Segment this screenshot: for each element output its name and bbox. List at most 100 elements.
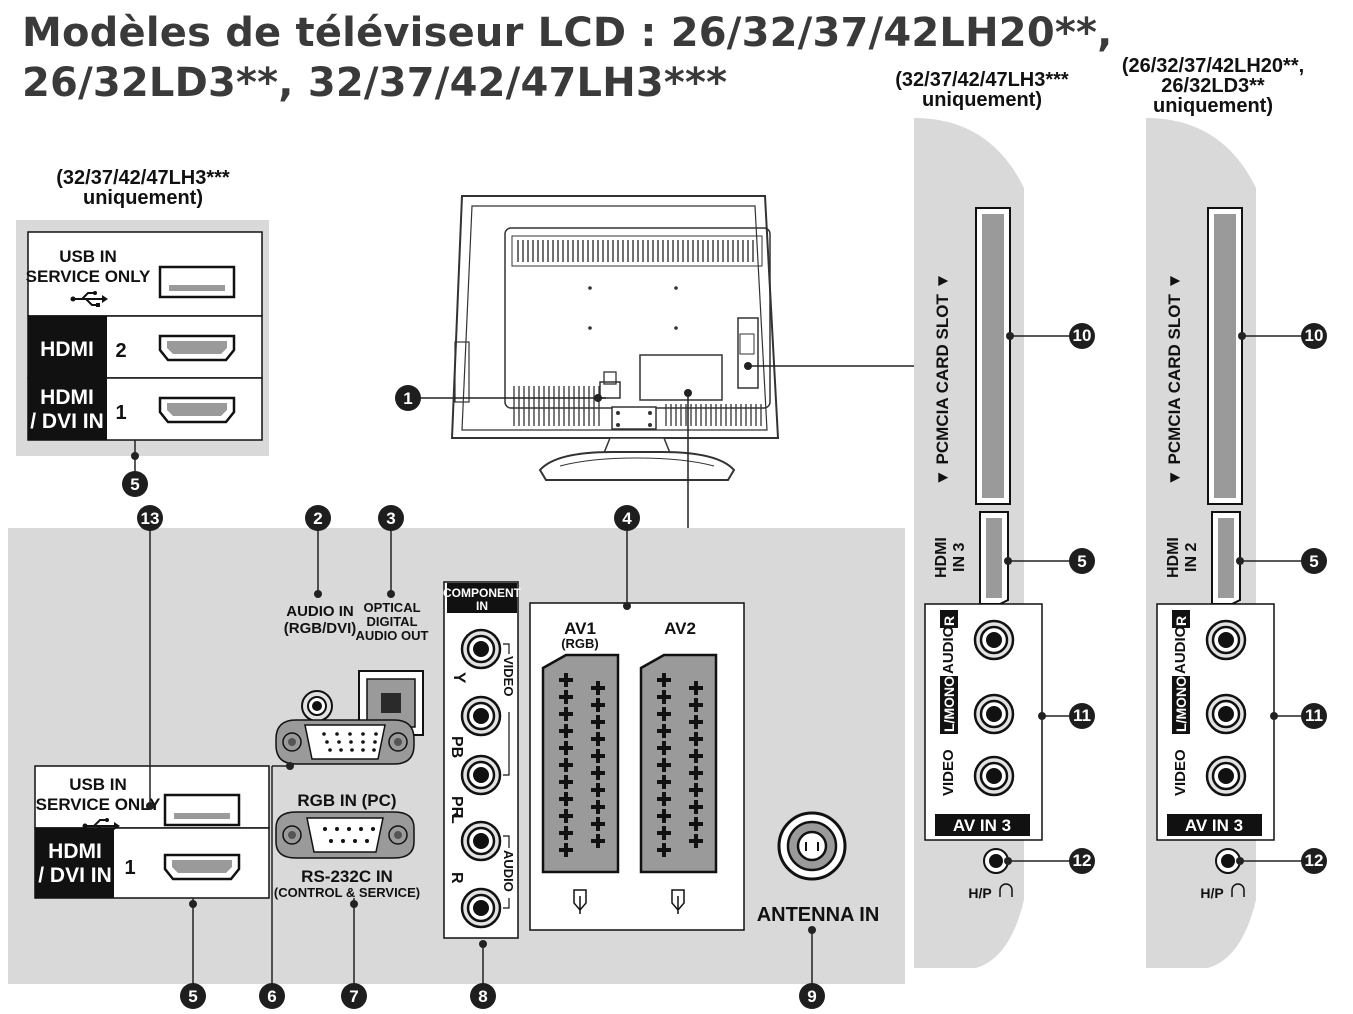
rgb-in-port[interactable]: [275, 719, 415, 765]
side-a-audio-label: AUDIO: [940, 625, 957, 674]
scart-av2-port[interactable]: [639, 653, 718, 874]
side-b-video-jack[interactable]: [1205, 755, 1247, 797]
rs232c-pin: [365, 839, 369, 843]
antenna-in-port[interactable]: [777, 811, 847, 881]
side-b-audio-r-jack[interactable]: [1205, 619, 1247, 661]
hdmi-label: HDMI: [40, 338, 94, 361]
scart-panel: AV1 (RGB) AV2: [529, 602, 745, 931]
pcmcia-label-a: ▼ PCMCIA CARD SLOT ▼: [933, 273, 952, 486]
callout-5-a: 5: [1069, 548, 1095, 574]
hdmi-in-2-label-1: HDMI: [1165, 537, 1182, 578]
callout-12-b: 12: [1301, 848, 1327, 874]
hdmi-1-number: 1: [115, 402, 126, 424]
callout-5-number: 5: [1309, 552, 1318, 571]
hdmi-dvi-label-1: HDMI: [48, 840, 102, 863]
side-a-video-label: VIDEO: [940, 749, 957, 796]
callout-11-number: 11: [1073, 706, 1091, 725]
rgb-pin: [349, 740, 353, 744]
side-a-note-2: uniquement): [922, 89, 1042, 111]
rgb-pin: [322, 732, 326, 736]
rs232c-label-1: RS-232C IN: [301, 867, 393, 886]
rgb-in-label: RGB IN (PC): [297, 791, 396, 810]
side-a-r-label: R: [941, 616, 957, 626]
optical-label-3: AUDIO OUT: [356, 628, 429, 643]
rs232c-pin: [341, 839, 345, 843]
side-b-note-1: (26/32/37/42LH20**,: [1122, 55, 1304, 77]
callout-13: 13: [137, 505, 163, 531]
rs232c-pin: [323, 827, 327, 831]
usb-port[interactable]: [163, 793, 241, 827]
side-panel-a: ▼ PCMCIA CARD SLOT ▼ HDMI IN 3 VIDEO L/M…: [914, 118, 1043, 968]
rgb-pin: [372, 748, 376, 752]
rs232c-label-2: (CONTROL & SERVICE): [274, 885, 420, 900]
rs232c-pin: [347, 827, 351, 831]
pcmcia-slot-b[interactable]: [1207, 207, 1243, 505]
component-pr-jack[interactable]: [460, 754, 502, 796]
headphone-jack-b[interactable]: [1215, 848, 1241, 874]
side-a-audio-l-jack[interactable]: [973, 693, 1015, 735]
callout-2: 2: [305, 505, 331, 531]
side-a-audio-r-jack[interactable]: [973, 619, 1015, 661]
callout-11-number: 11: [1305, 706, 1323, 725]
hdmi-in-3-label-2: IN 3: [951, 543, 968, 572]
component-y-jack[interactable]: [460, 628, 502, 670]
callout-7: 7: [341, 983, 367, 1009]
r-label: R: [448, 872, 465, 884]
hdmi-2-port[interactable]: [158, 334, 236, 362]
hdmi-1-port[interactable]: [158, 396, 236, 424]
av2-label: AV2: [664, 619, 696, 638]
rs232c-pin: [353, 839, 357, 843]
hdmi-in-3-port[interactable]: [979, 511, 1009, 605]
callout-5-number: 5: [1077, 552, 1086, 571]
usb-in-label: USB IN: [69, 775, 127, 794]
side-b-lmono-label: L/MONO: [1173, 676, 1189, 732]
rgb-pin: [328, 748, 332, 752]
pcmcia-slot-a[interactable]: [975, 207, 1011, 505]
optical-label-1: OPTICAL: [363, 600, 420, 615]
service-only-label: SERVICE ONLY: [36, 795, 161, 814]
callout-10-number: 10: [1073, 326, 1092, 345]
usb-in-label: USB IN: [59, 247, 117, 266]
rgb-pin: [339, 748, 343, 752]
title-line-2: 26/32LD3**, 32/37/42/47LH3***: [22, 60, 728, 106]
callout-5-number: 5: [188, 987, 197, 1006]
side-hdmi-usb-panel: USB IN SERVICE ONLY HDMI 2 HDMI / DVI IN…: [16, 220, 269, 456]
rgb-pin: [374, 732, 378, 736]
usb-port[interactable]: [158, 265, 236, 299]
scart-av1-icon: [573, 889, 587, 914]
callout-4: 4: [614, 505, 640, 531]
callout-12-a: 12: [1069, 848, 1095, 874]
rgb-pin: [373, 740, 377, 744]
component-audio-l-jack[interactable]: [460, 820, 502, 862]
callout-3: 3: [378, 505, 404, 531]
audio-in-jack[interactable]: [301, 690, 333, 722]
rs232c-pin: [335, 827, 339, 831]
side-b-av-in-3-label: AV IN 3: [1185, 816, 1243, 835]
hdmi-1-number: 1: [124, 857, 135, 879]
callout-13-number: 13: [141, 509, 160, 528]
component-pb-jack[interactable]: [460, 695, 502, 737]
pb-label: PB: [448, 736, 465, 758]
callout-1-number: 1: [403, 389, 412, 408]
rs232c-pin: [371, 827, 375, 831]
scart-av1-port[interactable]: [541, 653, 620, 874]
component-label-2: IN: [476, 599, 488, 613]
component-label-1: COMPONENT: [443, 586, 522, 600]
headphone-jack-a[interactable]: [983, 848, 1009, 874]
rs232c-port[interactable]: [275, 811, 415, 859]
hdmi-dvi-label-2: / DVI IN: [38, 864, 112, 887]
side-a-lmono-label: L/MONO: [941, 676, 957, 732]
hdmi-1-port[interactable]: [163, 853, 241, 881]
audio-label: AUDIO: [501, 850, 516, 892]
component-audio-r-jack[interactable]: [460, 887, 502, 929]
headphone-label-a: H/P: [968, 885, 991, 901]
av1-label: AV1: [564, 619, 596, 638]
hdmi-dvi-label-1: HDMI: [40, 386, 94, 409]
hdmi-in-2-port[interactable]: [1211, 511, 1241, 605]
callout-6-number: 6: [267, 987, 276, 1006]
callout-5-b: 5: [1301, 548, 1327, 574]
side-a-video-jack[interactable]: [973, 755, 1015, 797]
side-b-audio-l-jack[interactable]: [1205, 693, 1247, 735]
side-panel-b: ▼ PCMCIA CARD SLOT ▼ HDMI IN 2 VIDEO L/M…: [1146, 118, 1275, 968]
